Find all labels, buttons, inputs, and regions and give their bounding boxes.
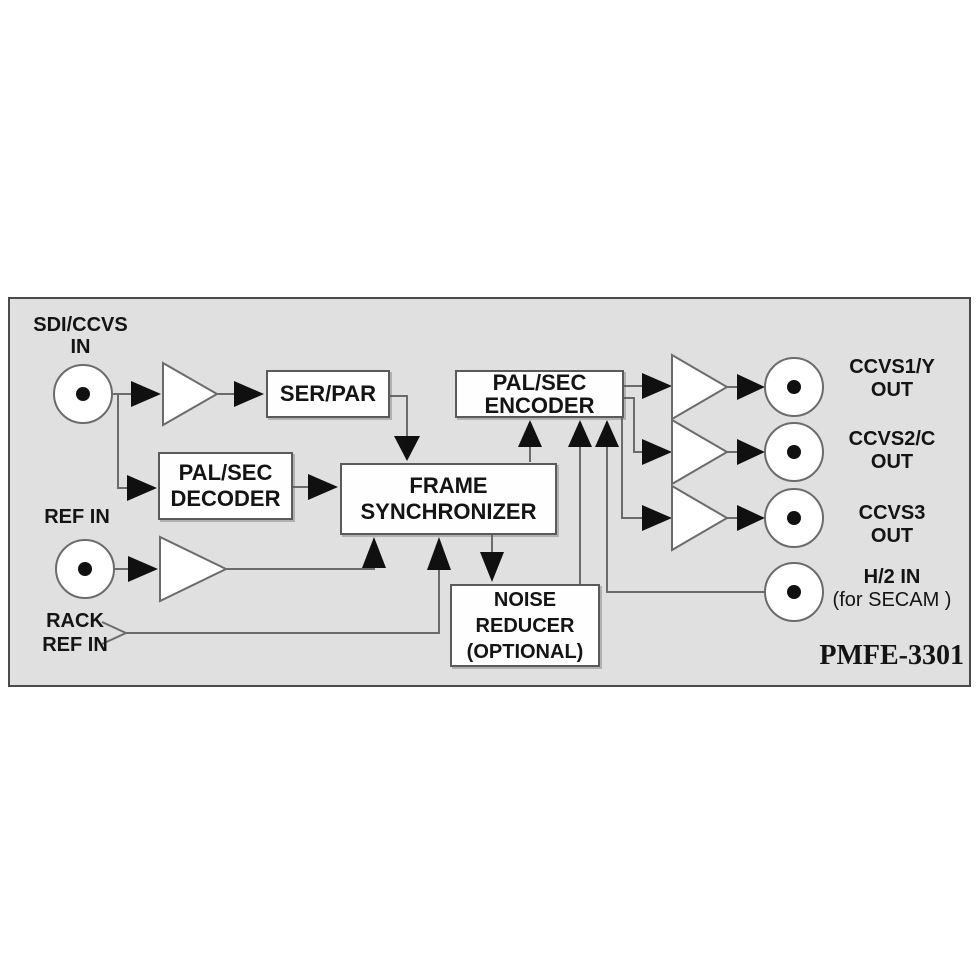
ccvs3-out-label: CCVS3 OUT — [812, 502, 972, 548]
wire-amp-to-serpar — [217, 381, 264, 407]
wire-serpar-to-framesync — [390, 395, 420, 461]
sdi-in-label: SDI/CCVS IN — [18, 314, 143, 358]
out2-amplifier-icon — [671, 418, 729, 486]
ref-in-label-line1: REF IN — [44, 506, 110, 528]
noise-label-line1: NOISE — [493, 588, 557, 611]
wire-amp2-to-ccvs2 — [727, 439, 765, 465]
decoder-label-line1: PAL/SEC — [178, 460, 273, 485]
noise-label-line2: REDUCER — [475, 614, 575, 637]
noise-reducer-block: NOISE REDUCER (OPTIONAL) — [450, 584, 600, 667]
framesync-label-line2: SYNCHRONIZER — [360, 499, 537, 524]
frame-synchronizer-block: FRAME SYNCHRONIZER — [340, 463, 557, 535]
ccvs3-out-label-line2: OUT — [870, 525, 914, 547]
ccvs2-out-label-line2: OUT — [870, 451, 914, 473]
rack-ref-in-label-line2: REF IN — [42, 634, 108, 656]
encoder-label-line1: PAL/SEC — [492, 370, 587, 395]
wire-h2-to-encoder — [595, 420, 765, 593]
sdi-in-connector-icon — [53, 364, 113, 424]
rack-ref-in-label: RACK REF IN — [20, 609, 130, 657]
rack-ref-in-label-line1: RACK — [46, 610, 104, 632]
wire-rackref-to-framesync — [101, 537, 451, 645]
ref-in-label: REF IN — [22, 506, 132, 528]
palsec-encoder-block: PAL/SEC ENCODER — [455, 370, 624, 418]
encoder-label-line2: ENCODER — [484, 393, 595, 418]
wire-framesync-to-noise — [480, 535, 504, 582]
wire-encoder-to-amp1 — [624, 373, 672, 399]
wire-sdi-to-decoder — [117, 394, 157, 501]
model-number-label: PMFE-3301 — [819, 640, 964, 671]
ref-in-connector-icon — [55, 539, 115, 599]
wire-amp1-to-ccvs1 — [727, 374, 765, 400]
sdi-amplifier-icon — [162, 361, 220, 427]
wire-ref-to-amp — [114, 556, 158, 582]
wire-decoder-to-framesync — [293, 474, 338, 500]
ccvs1-out-label-line2: OUT — [870, 379, 914, 401]
ccvs2-out-label-line1: CCVS2/C — [848, 428, 936, 450]
ccvs2-out-label: CCVS2/C OUT — [812, 428, 972, 474]
ref-amplifier-icon — [159, 535, 229, 603]
palsec-decoder-block: PAL/SEC DECODER — [158, 452, 293, 520]
ccvs1-out-label-line1: CCVS1/Y — [849, 356, 935, 378]
wire-sdi-to-amp — [112, 381, 161, 407]
decoder-label-line2: DECODER — [170, 486, 281, 511]
out3-amplifier-icon — [671, 484, 729, 552]
h2-in-connector-icon — [764, 562, 824, 622]
wire-refamp-to-framesync — [226, 537, 386, 570]
wire-encoder-to-amp2 — [624, 397, 672, 465]
wire-amp3-to-ccvs3 — [727, 505, 765, 531]
wire-encoder-to-amp3 — [621, 418, 672, 531]
ccvs1-out-connector-icon — [764, 357, 824, 417]
ccvs2-out-connector-icon — [764, 422, 824, 482]
sdi-in-label-line2: IN — [70, 336, 91, 358]
ccvs3-out-connector-icon — [764, 488, 824, 548]
h2-in-label-line1: H/2 IN — [863, 566, 921, 588]
out1-amplifier-icon — [671, 353, 729, 421]
wire-noise-to-encoder — [568, 420, 592, 584]
ccvs1-out-label: CCVS1/Y OUT — [812, 356, 972, 402]
noise-label-line3: (OPTIONAL) — [466, 640, 584, 663]
framesync-label-line1: FRAME — [409, 473, 488, 498]
ccvs3-out-label-line1: CCVS3 — [858, 502, 926, 524]
wire-framesync-to-encoder — [518, 420, 542, 462]
serpar-block-label: SER/PAR — [279, 381, 377, 406]
h2-in-label: H/2 IN (for SECAM ) — [812, 566, 972, 612]
h2-in-label-line2: (for SECAM ) — [832, 589, 952, 611]
sdi-in-label-line1: SDI/CCVS — [33, 314, 128, 336]
serpar-block: SER/PAR — [266, 370, 390, 418]
